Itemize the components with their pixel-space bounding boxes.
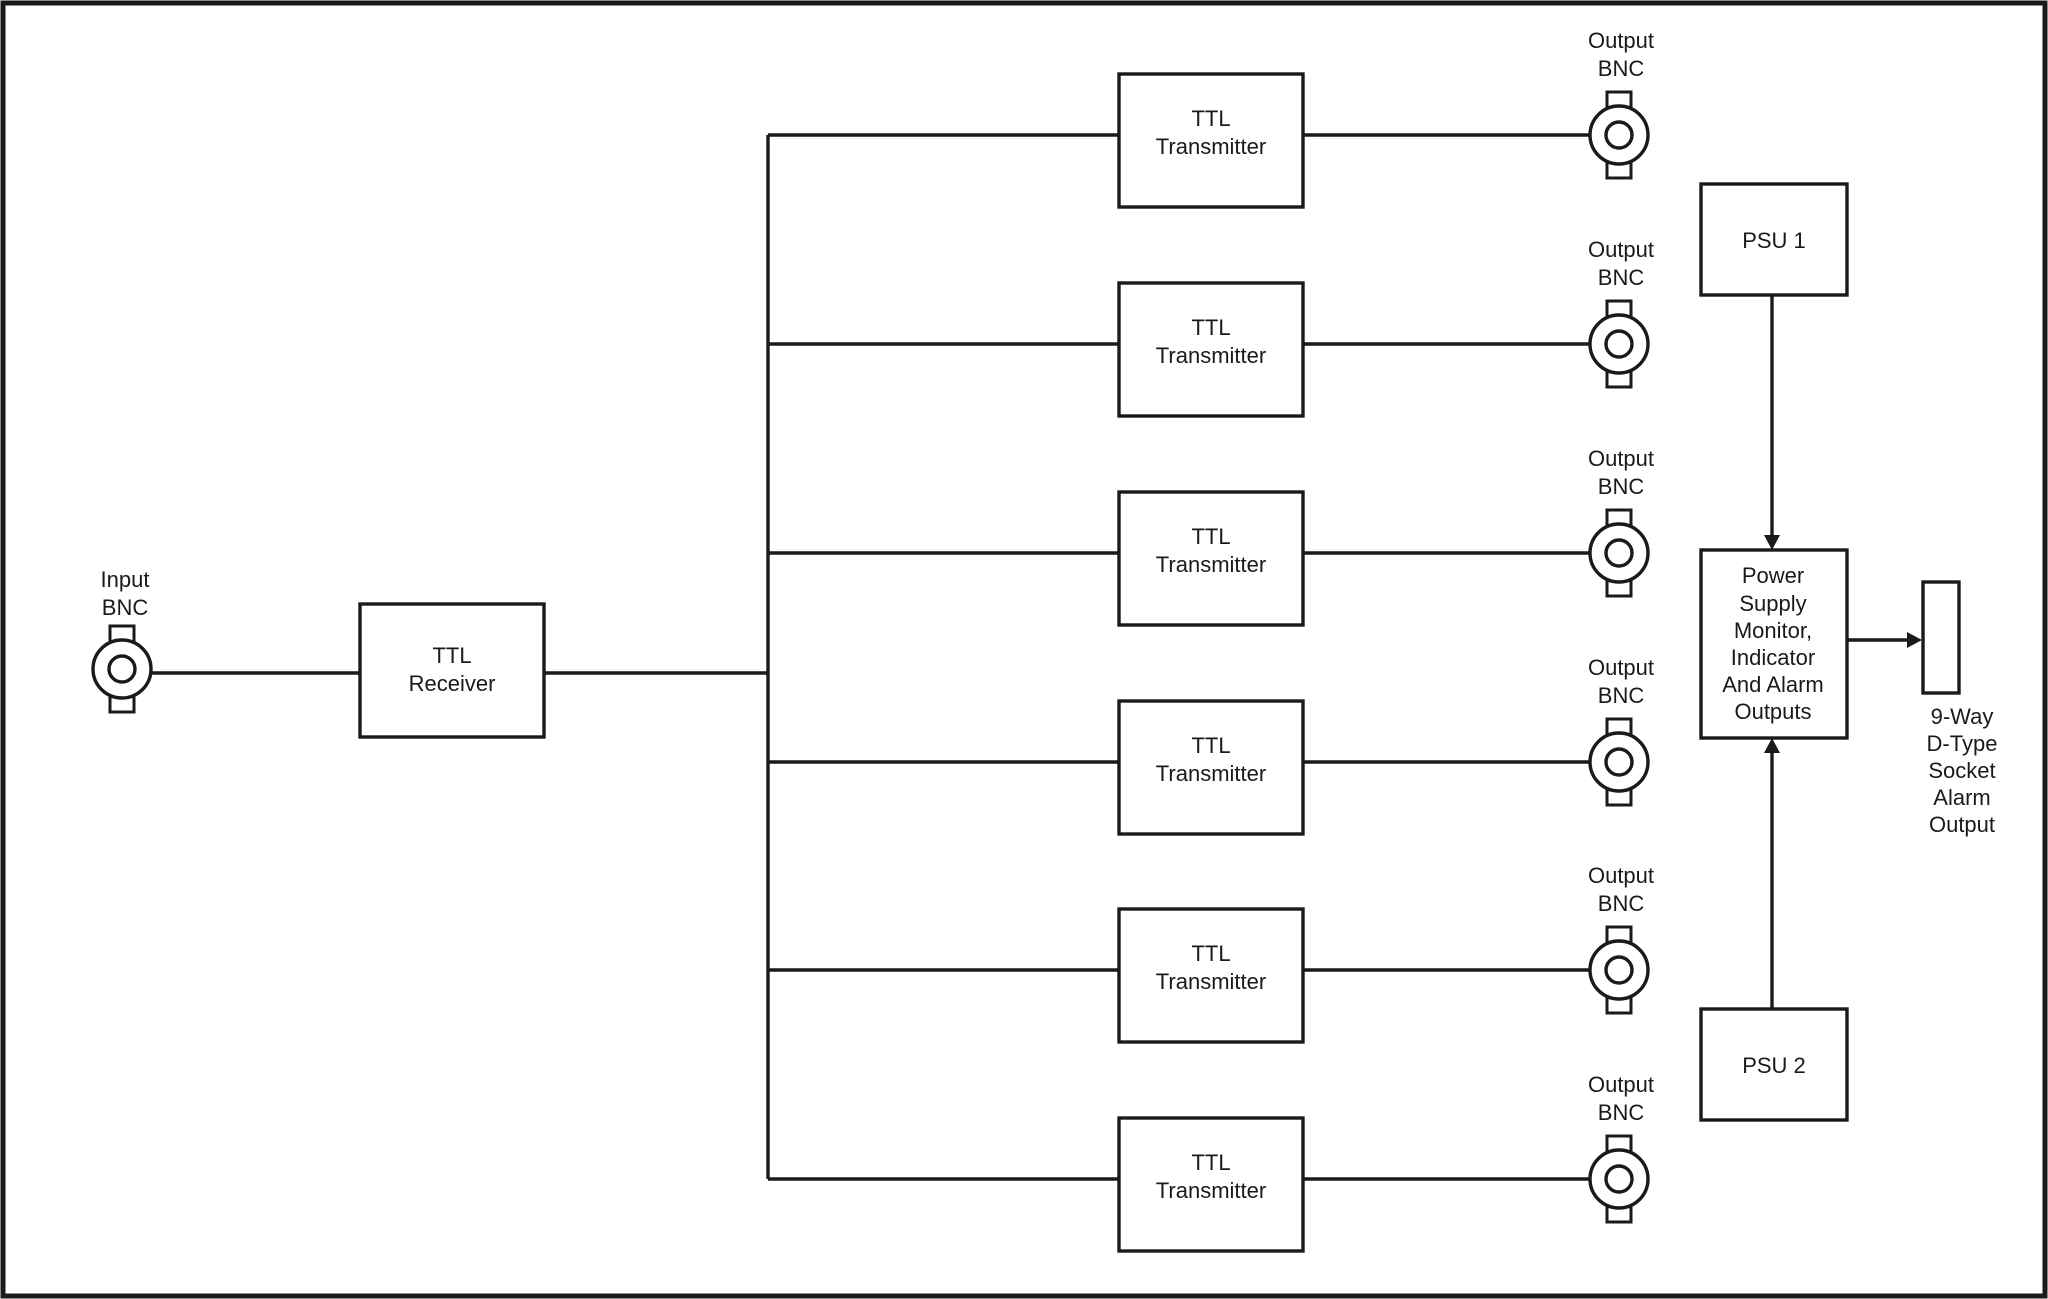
- output-bnc-3-label-line2: BNC: [1598, 474, 1645, 499]
- ttl-transmitter-1-box: [1117, 72, 1305, 209]
- output-bnc-6-label-line2: BNC: [1598, 1100, 1645, 1125]
- ttl-transmitter-5-box: [1117, 907, 1305, 1044]
- power-supply-monitor-box: [1699, 548, 1849, 740]
- psu1-box: [1699, 182, 1849, 297]
- output-bnc-6-label-line1: Output: [1588, 1072, 1654, 1097]
- transmitter-3-label-line2: Transmitter: [1156, 552, 1266, 577]
- transmitter-5-label-line2: Transmitter: [1156, 969, 1266, 994]
- transmitter-1-label-line2: Transmitter: [1156, 134, 1266, 159]
- transmitter-channels: TTLTransmitterOutputBNCTTLTransmitterOut…: [768, 28, 1654, 1253]
- monitor-label-line1: Power: [1742, 563, 1804, 588]
- ttl-transmitter-4-box: [1117, 699, 1305, 836]
- monitor-to-socket-arrowhead: [1907, 632, 1922, 648]
- ttl-transmitter-6-box: [1117, 1116, 1305, 1253]
- output-bnc-6-pin: [1604, 1164, 1634, 1194]
- output-bnc-5-label-line1: Output: [1588, 863, 1654, 888]
- output-bnc-3-label-line1: Output: [1588, 446, 1654, 471]
- output-bnc-1-label-line2: BNC: [1598, 56, 1645, 81]
- transmitter-3-label-line1: TTL: [1191, 524, 1230, 549]
- socket-label-line5: Output: [1929, 812, 1995, 837]
- input-bnc-label-line1: Input: [101, 567, 150, 592]
- socket-label-line1: 9-Way: [1931, 704, 1994, 729]
- socket-label-line4: Alarm: [1933, 785, 1990, 810]
- ttl-transmitter-2-box: [1117, 281, 1305, 418]
- ttl-transmitter-3-box: [1117, 490, 1305, 627]
- psu2-label: PSU 2: [1742, 1053, 1806, 1078]
- socket-label-line2: D-Type: [1927, 731, 1998, 756]
- transmitter-4-label-line1: TTL: [1191, 733, 1230, 758]
- transmitter-6-label-line1: TTL: [1191, 1150, 1230, 1175]
- ttl-receiver-label-line1: TTL: [432, 643, 471, 668]
- output-bnc-4-label-line1: Output: [1588, 655, 1654, 680]
- input-bnc-label-line2: BNC: [102, 595, 149, 620]
- output-bnc-5-pin: [1604, 955, 1634, 985]
- transmitter-4-label-line2: Transmitter: [1156, 761, 1266, 786]
- output-bnc-2-label-line1: Output: [1588, 237, 1654, 262]
- d-type-socket: [1921, 580, 1961, 695]
- output-bnc-4-label-line2: BNC: [1598, 683, 1645, 708]
- monitor-label-line3: Monitor,: [1734, 618, 1812, 643]
- psu1-label: PSU 1: [1742, 228, 1806, 253]
- monitor-label-line5: And Alarm: [1722, 672, 1824, 697]
- output-bnc-2-label-line2: BNC: [1598, 265, 1645, 290]
- ttl-receiver-label-line2: Receiver: [409, 671, 496, 696]
- monitor-label-line6: Outputs: [1734, 699, 1811, 724]
- output-bnc-4-pin: [1604, 747, 1634, 777]
- transmitter-1-label-line1: TTL: [1191, 106, 1230, 131]
- output-bnc-5-label-line2: BNC: [1598, 891, 1645, 916]
- output-bnc-3-pin: [1604, 538, 1634, 568]
- psu1-to-monitor-arrowhead: [1764, 535, 1780, 550]
- psu2-box: [1699, 1007, 1849, 1122]
- transmitter-5-label-line1: TTL: [1191, 941, 1230, 966]
- output-bnc-1-label-line1: Output: [1588, 28, 1654, 53]
- ttl-receiver-box: [358, 602, 546, 739]
- input-bnc-connector: [91, 624, 153, 714]
- psu2-to-monitor-arrowhead: [1764, 738, 1780, 753]
- transmitter-6-label-line2: Transmitter: [1156, 1178, 1266, 1203]
- transmitter-2-label-line1: TTL: [1191, 315, 1230, 340]
- monitor-label-line4: Indicator: [1731, 645, 1815, 670]
- transmitter-2-label-line2: Transmitter: [1156, 343, 1266, 368]
- output-bnc-1-pin: [1604, 120, 1634, 150]
- socket-label-line3: Socket: [1928, 758, 1995, 783]
- output-bnc-2-pin: [1604, 329, 1634, 359]
- monitor-label-line2: Supply: [1739, 591, 1806, 616]
